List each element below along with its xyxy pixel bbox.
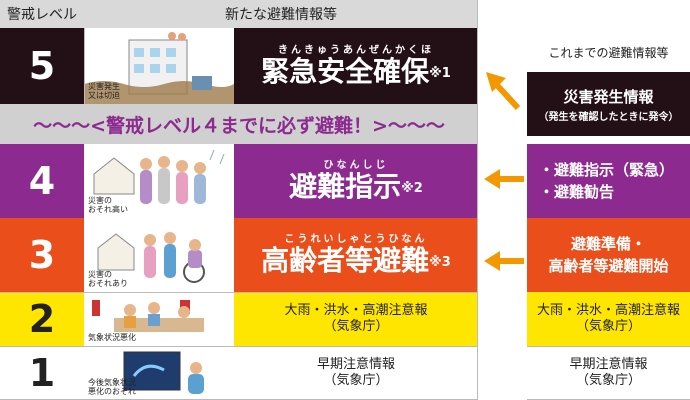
old-level-2-label: 大雨・洪水・高潮注意報 （気象庁） <box>536 303 680 334</box>
elderly-evacuation-icon <box>97 232 205 283</box>
level-4-illustration: 災害の おそれ高い <box>84 144 234 218</box>
level-1-action: 早期注意情報 （気象庁） <box>234 346 478 400</box>
level-3-illustration: 災害の おそれあり <box>84 218 234 292</box>
level-1-number: 1 <box>0 346 84 400</box>
level-1-action-label: 早期注意情報 （気象庁） <box>316 357 395 388</box>
old-level-1-label: 早期注意情報 （気象庁） <box>569 357 648 388</box>
level-1-caption: 今後気象状況 悪化のおそれ <box>88 378 136 396</box>
arrow-left-icon <box>484 251 524 271</box>
divider <box>0 292 478 293</box>
old-level-2-box: 大雨・洪水・高潮注意報 （気象庁） <box>527 292 690 346</box>
level-5-number: 5 <box>0 28 84 104</box>
level-5-caption: 災害発生 又は切迫 <box>88 82 120 100</box>
level-1-illustration: 今後気象状況 悪化のおそれ <box>84 346 234 400</box>
level-2-number: 2 <box>0 292 84 346</box>
level-2-action-label: 大雨・洪水・高潮注意報 （気象庁） <box>284 303 428 334</box>
level-5-illustration: 災害発生 又は切迫 <box>84 28 234 104</box>
family-watching-weather-icon <box>92 300 204 332</box>
divider <box>0 346 478 347</box>
level-column-header-label: 警戒レベル <box>7 7 77 23</box>
level-3-action: こうれいしゃとうひなん 高齢者等避難※3 <box>234 218 478 292</box>
level-4-caption: 災害の おそれ高い <box>88 196 128 214</box>
level-4-ruby: ひなんしじ <box>323 159 389 171</box>
divider <box>527 346 690 347</box>
old-level-4-box: ・避難指示（緊急） ・避難勧告 <box>527 144 690 218</box>
level-3-number: 3 <box>0 218 84 292</box>
level-2-action: 大雨・洪水・高潮注意報 （気象庁） <box>234 292 478 346</box>
old-level-3-label: 避難準備・ 高齢者等避難開始 <box>548 235 669 275</box>
level-5-action-label: 緊急安全確保 <box>261 54 430 88</box>
new-info-column-header: 新たな避難情報等 <box>84 0 478 28</box>
level-3-ruby: こうれいしゃとうひなん <box>284 233 428 245</box>
level-5-note: ※1 <box>429 65 451 81</box>
old-info-column-header: これまでの避難情報等 <box>548 46 669 60</box>
level-3-caption: 災害の おそれあり <box>88 270 128 288</box>
flood-building-icon <box>84 32 234 104</box>
arrow-left-icon <box>484 169 524 189</box>
level-3-action-label: 高齢者等避難 <box>261 243 430 277</box>
level-5-ruby: きんきゅうあんぜんかくほ <box>278 44 434 56</box>
old-level-3-box: 避難準備・ 高齢者等避難開始 <box>527 218 690 292</box>
arrow-left-upward-icon <box>486 72 521 111</box>
arrows-layer <box>484 72 524 271</box>
tv-weather-forecast-icon <box>123 351 204 394</box>
level-4-note: ※2 <box>401 180 423 196</box>
old-level-5-label: 災害発生情報 <box>563 87 654 106</box>
old-level-4-label: ・避難指示（緊急） ・避難勧告 <box>539 161 675 201</box>
new-info-column-header-label: 新たな避難情報等 <box>225 7 337 23</box>
level-4-action: ひなんしじ 避難指示※2 <box>234 144 478 218</box>
old-level-5-sub: （発生を確認したときに発令） <box>538 111 679 123</box>
level-4-action-label: 避難指示 <box>289 169 402 203</box>
level-4-number: 4 <box>0 144 84 218</box>
level-5-action: きんきゅうあんぜんかくほ 緊急安全確保※1 <box>234 28 478 104</box>
level-3-note: ※3 <box>429 254 451 270</box>
old-level-5-box: 災害発生情報 （発生を確認したときに発令） <box>527 72 690 136</box>
evacuate-by-level-4-banner: 〜〜〜<警戒レベル４までに必ず避難！>〜〜〜 <box>0 104 478 144</box>
divider <box>477 0 478 400</box>
level-2-caption: 気象状況悪化 <box>88 333 136 342</box>
level-column-header: 警戒レベル <box>0 0 84 28</box>
old-level-1-box: 早期注意情報 （気象庁） <box>527 346 690 400</box>
level-2-illustration: 気象状況悪化 <box>84 292 234 346</box>
divider <box>84 28 85 104</box>
evacuating-people-icon <box>93 149 225 204</box>
